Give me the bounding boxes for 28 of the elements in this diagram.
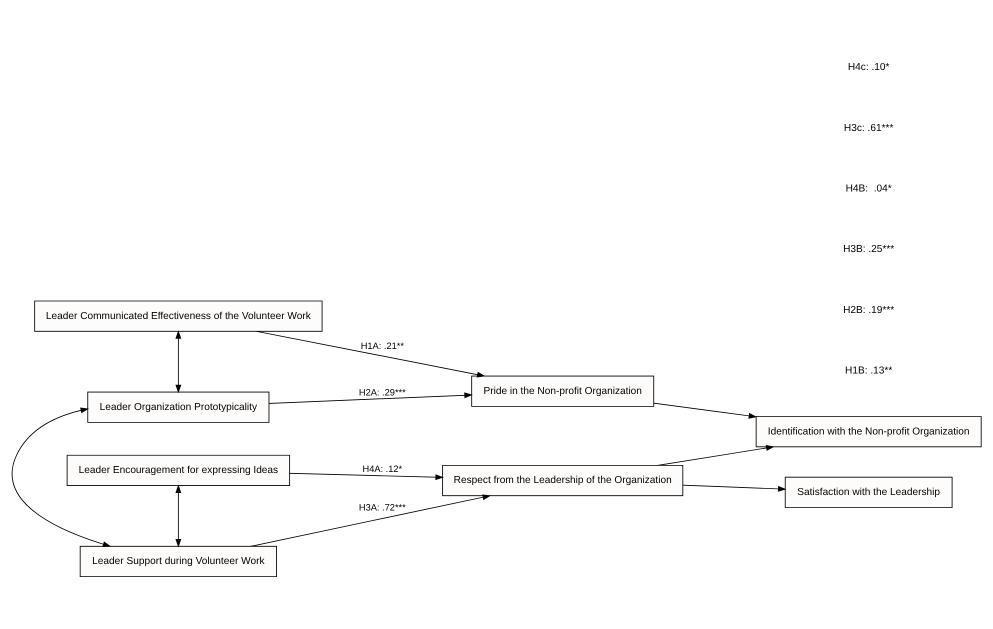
arrow (175, 330, 182, 394)
arrow (658, 445, 775, 466)
node-box: Identification with the Non-profit Organization (756, 416, 982, 448)
arrow (289, 472, 444, 480)
node-box: Leader Communicated Effectiveness of the Volunteer Work (34, 300, 322, 332)
arrow (250, 494, 492, 547)
edge-label: H3A: .72*** (358, 502, 406, 513)
label: H2B: .19*** (843, 304, 894, 316)
arrow (654, 402, 758, 419)
label: H3B: .25*** (843, 244, 894, 256)
arrow (175, 484, 182, 548)
node-box: Respect from the Leadership of the Organization (442, 464, 684, 496)
edge-label: H2A: .29*** (358, 387, 406, 398)
label: H4c: .10* (848, 62, 890, 74)
label: H1B: .13** (845, 366, 892, 377)
edge-label: H1A: .21** (360, 340, 404, 351)
arrow (268, 392, 473, 404)
arrow (12, 408, 112, 548)
node-box: Leader Support during Volunteer Work (80, 546, 277, 578)
arrow (682, 484, 786, 492)
node-box: Satisfaction with the Leadership (784, 476, 953, 508)
label: H4B: .04* (846, 184, 892, 195)
node-box: Pride in the Non-profit Organization (471, 376, 654, 407)
arrow (256, 330, 486, 378)
edge-label: H4A: .12* (362, 464, 402, 474)
node-box: Leader Encouragement for expressing Ideas (66, 454, 290, 486)
node-box: Leader Organization Prototypicality (87, 392, 270, 423)
label: H3c: .61*** (844, 122, 894, 134)
